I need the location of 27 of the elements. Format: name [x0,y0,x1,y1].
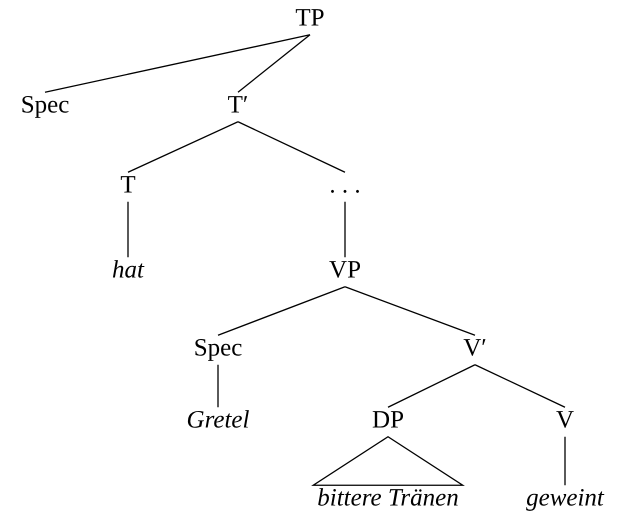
branch-line [344,286,476,336]
branch-line [217,364,219,408]
word-label: Gretel [186,406,250,434]
branch-line [218,286,346,336]
word-label: geweint [526,484,604,512]
word-label: bittere Tränen [317,484,459,512]
branch-line [238,34,310,93]
branch-line [564,436,566,486]
branch-line [388,364,476,408]
category-label: DP [372,406,404,434]
roof-triangle [311,436,465,486]
category-label: VP [329,256,361,284]
category-label: Spec [20,91,70,119]
word-label: hat [112,256,144,284]
branch-line [128,121,238,173]
category-label: V′ [463,334,487,362]
branch-line [344,202,346,258]
category-label: T [120,171,136,199]
category-label: T′ [228,91,248,119]
category-label: Spec [194,334,242,362]
branch-line [44,34,310,93]
category-label: V [556,406,574,434]
category-label: . . . [329,171,361,199]
category-label: TP [295,4,325,32]
branch-line [127,202,129,258]
branch-line [238,121,346,173]
branch-line [474,364,566,408]
